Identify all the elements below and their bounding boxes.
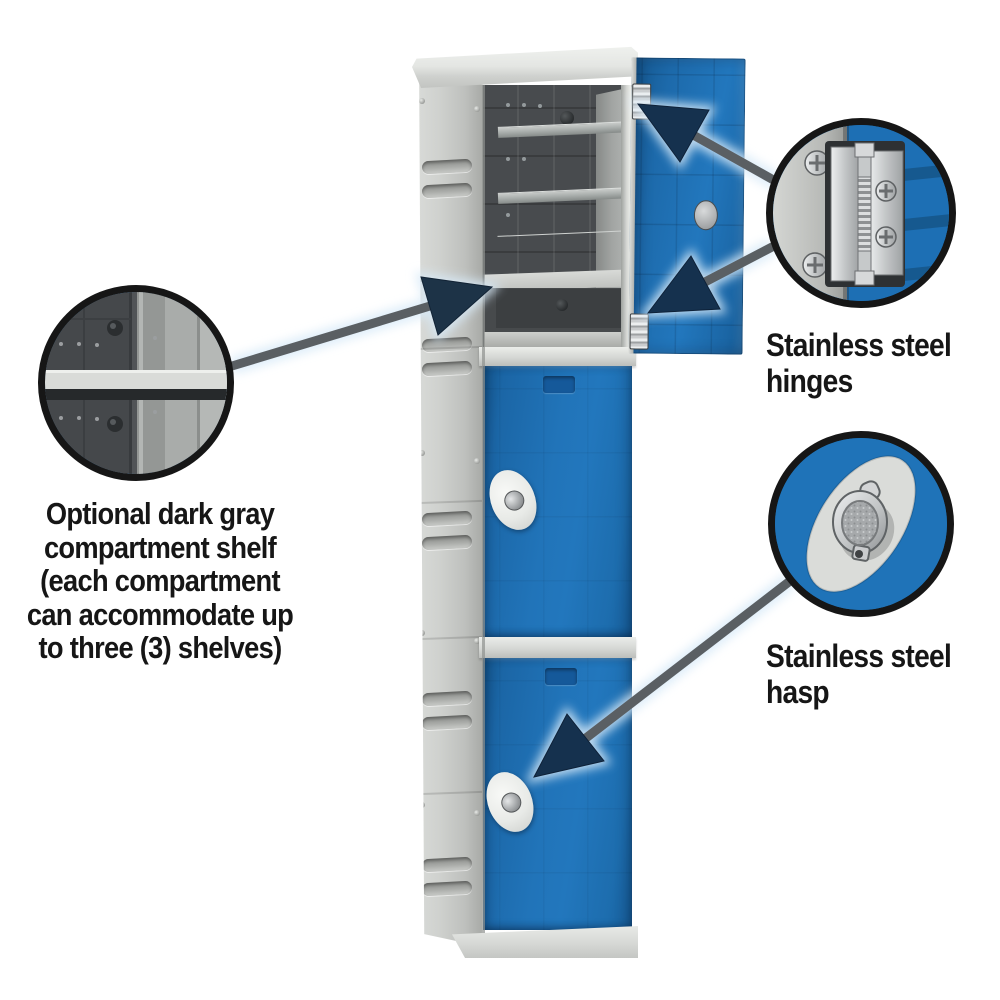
hasp-detail-image (775, 438, 947, 610)
hasp-label: Stainless steel hasp (766, 638, 952, 710)
rivet-pin (474, 638, 480, 644)
trim-strip (479, 637, 636, 658)
rivet (506, 157, 510, 161)
door-handle-recess (543, 376, 575, 393)
rivet-pin (419, 450, 425, 456)
hinge-detail-image (773, 125, 949, 301)
arrow-to-shelf (227, 276, 494, 371)
rivet-pin (419, 98, 425, 104)
compartment-sill (484, 332, 632, 347)
bottom-door (477, 658, 632, 930)
lower-sub-compartment (484, 288, 632, 334)
hinges-label-line-2: hinges (766, 363, 853, 399)
shelf-label-line-3: (each compartment (40, 563, 280, 598)
rivet-pin (474, 458, 480, 464)
hasp-label-line-1: Stainless steel (766, 638, 952, 674)
arrow-to-bottom-hinge (646, 242, 777, 314)
hasp-detail-callout (768, 431, 954, 617)
rivet (522, 157, 526, 161)
door-handle-recess (545, 668, 577, 685)
lock-backplate (560, 111, 574, 125)
rivet-pin (474, 810, 480, 816)
shelf-label: Optional dark gray compartment shelf (ea… (19, 497, 301, 665)
middle-door (480, 366, 632, 637)
rivet-pin (474, 106, 480, 112)
shelf-detail-callout (38, 285, 234, 481)
rivet (506, 103, 510, 107)
hinges-label-line-1: Stainless steel (766, 327, 952, 363)
door-frame-edge (621, 85, 631, 347)
shelf-label-line-5: to three (3) shelves) (38, 630, 283, 665)
arrow-to-hasp (533, 576, 795, 778)
rivet (522, 103, 526, 107)
hinges-label: Stainless steel hinges (766, 327, 952, 399)
rivet (506, 213, 510, 217)
front-corner-edge (482, 85, 485, 933)
trim-strip (479, 347, 636, 366)
hasp-label-line-2: hasp (766, 674, 830, 710)
rivet (538, 104, 542, 108)
shelf-label-line-2: compartment shelf (43, 529, 277, 565)
hinge-detail-callout (766, 118, 956, 308)
arrow-to-top-hinge (636, 103, 782, 187)
shelf-label-line-4: can accommodate up (26, 596, 294, 632)
shelf-detail-image (45, 292, 227, 474)
lock-backplate (556, 299, 568, 311)
shelf-label-line-1: Optional dark gray (45, 496, 275, 531)
